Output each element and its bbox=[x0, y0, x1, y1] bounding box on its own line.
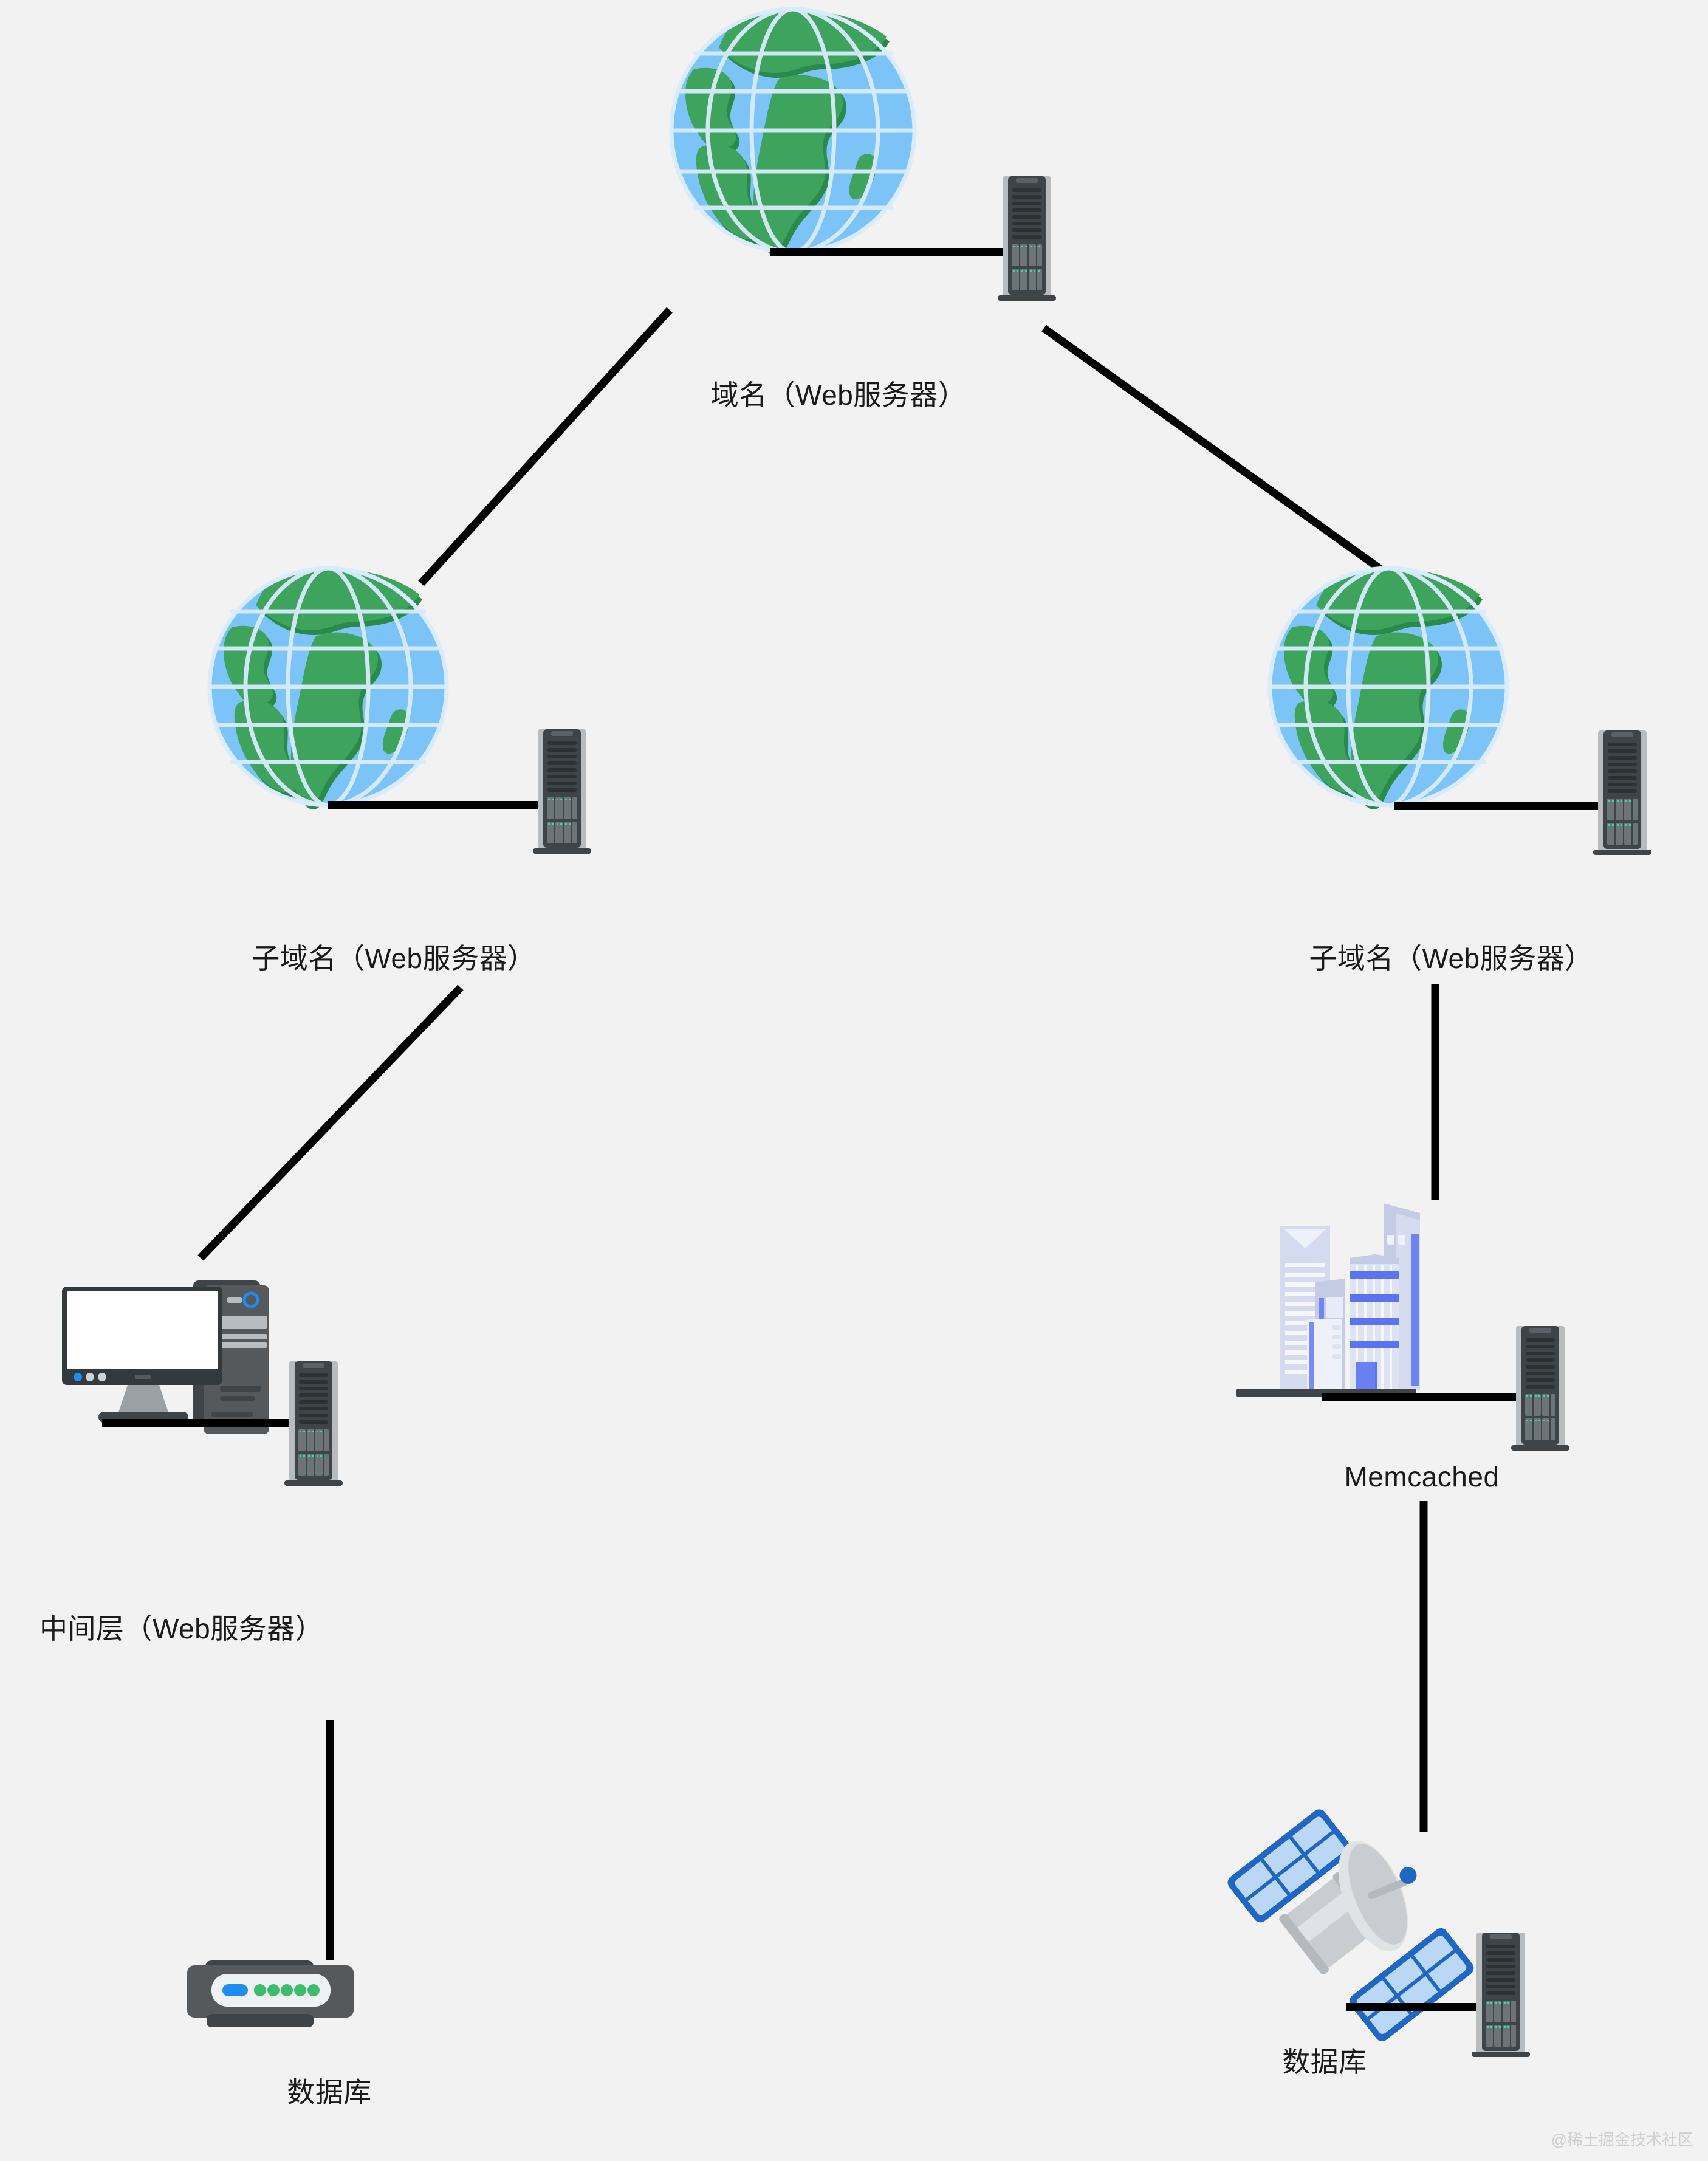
label-subdomain-web-server-right: 子域名（Web服务器） bbox=[1309, 943, 1593, 974]
server-tower-icon bbox=[284, 1361, 343, 1486]
node-memcached[interactable] bbox=[1236, 1197, 1656, 1501]
city-buildings-icon bbox=[1236, 1203, 1420, 1397]
node-database-left[interactable] bbox=[182, 1958, 480, 2043]
globe-icon bbox=[669, 7, 917, 256]
server-tower-icon bbox=[533, 729, 591, 854]
server-tower-icon bbox=[1511, 1326, 1569, 1451]
router-icon bbox=[187, 1960, 354, 2027]
node-domain-web-server[interactable] bbox=[662, 6, 1094, 328]
label-subdomain-web-server-left: 子域名（Web服务器） bbox=[252, 943, 536, 974]
connector-stub bbox=[1394, 802, 1604, 810]
node-subdomain-web-server-left[interactable] bbox=[201, 565, 614, 881]
connector-stub bbox=[1322, 1393, 1531, 1401]
globe-icon bbox=[1267, 566, 1509, 809]
connector-stub bbox=[102, 1419, 298, 1427]
globe-icon bbox=[207, 566, 449, 809]
connector-domain-to-right-subdomain bbox=[1041, 325, 1403, 587]
label-database-right: 数据库 bbox=[1282, 2046, 1367, 2078]
label-memcached: Memcached bbox=[1344, 1461, 1500, 1493]
desktop-computer-icon bbox=[62, 1280, 269, 1434]
connector-stub bbox=[770, 248, 1007, 256]
connector-left-subdomain-to-middle-tier bbox=[197, 984, 464, 1261]
connector-domain-to-left-subdomain bbox=[418, 307, 673, 586]
connector-stub bbox=[328, 801, 544, 809]
label-middle-tier-web-server: 中间层（Web服务器） bbox=[39, 1613, 324, 1644]
node-middle-tier-web-server[interactable] bbox=[55, 1267, 474, 1559]
label-domain-web-server: 域名（Web服务器） bbox=[710, 379, 967, 411]
server-tower-icon bbox=[1472, 1933, 1530, 2057]
node-subdomain-web-server-right[interactable] bbox=[1261, 565, 1674, 881]
node-database-right[interactable] bbox=[1191, 1799, 1604, 2139]
watermark: @稀土掘金技术社区 bbox=[1551, 2131, 1693, 2149]
server-tower-icon bbox=[1593, 730, 1651, 855]
connector-stub bbox=[1346, 2003, 1492, 2011]
label-database-left: 数据库 bbox=[287, 2077, 372, 2108]
server-tower-icon bbox=[998, 176, 1056, 301]
